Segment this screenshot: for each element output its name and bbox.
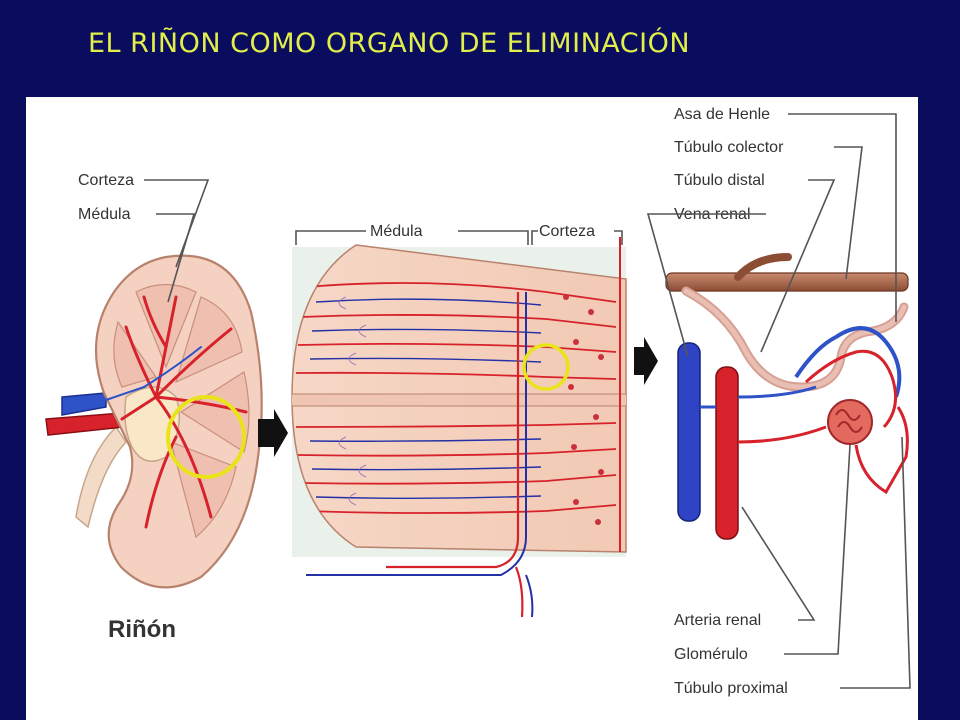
nephron: Asa de Henle Túbulo colector Túbulo dist… — [646, 106, 911, 697]
collecting-tubule-label: Túbulo colector — [674, 139, 784, 156]
glomerulus-label: Glomérulo — [674, 646, 748, 663]
kidney-whole: Corteza Médula Riñón — [45, 172, 288, 643]
slide-title: EL RIÑON COMO ORGANO DE ELIMINACIÓN — [88, 28, 691, 59]
distal-tubule-label: Túbulo distal — [674, 172, 765, 189]
kidney-medulla-label: Médula — [78, 206, 131, 223]
renal-artery-label: Arteria renal — [674, 612, 761, 629]
loop-of-henle-label: Asa de Henle — [674, 106, 770, 123]
kidney-caption: Riñón — [108, 616, 176, 643]
section-medulla-label: Médula — [370, 223, 423, 240]
section-cortex-label: Corteza — [539, 223, 595, 240]
proximal-tubule-label: Túbulo proximal — [674, 680, 788, 697]
diagram-panel: Corteza Médula Riñón — [26, 97, 918, 720]
kidney-cortex-label: Corteza — [78, 172, 134, 189]
kidney-diagram: Corteza Médula Riñón — [45, 106, 911, 697]
kidney-section: Médula Corteza — [291, 223, 658, 618]
